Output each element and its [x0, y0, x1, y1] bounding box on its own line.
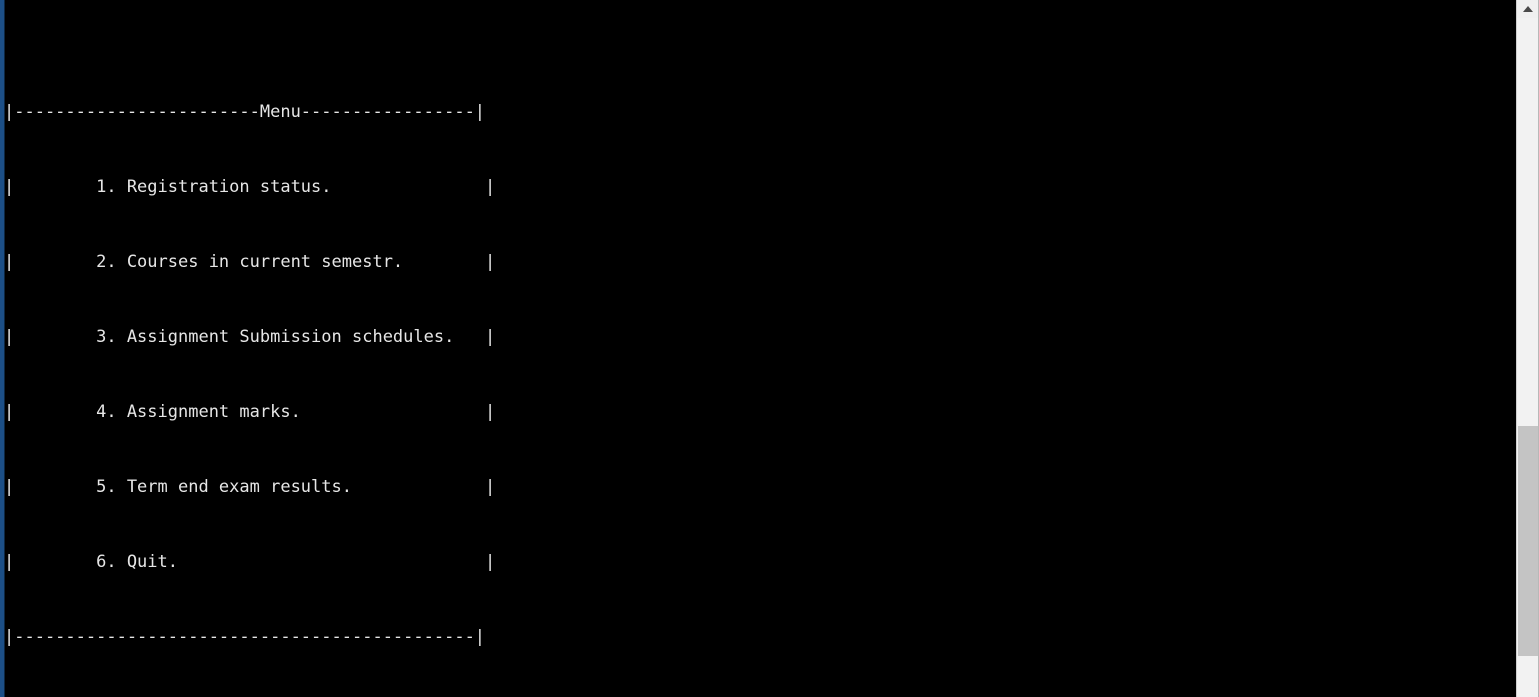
menu-border-top: |------------------------Menu-----------…	[4, 102, 486, 122]
triangle-up-icon	[1523, 6, 1533, 12]
window-left-edge	[0, 0, 4, 697]
menu-item-5[interactable]: | 5. Term end exam results. |	[4, 477, 496, 497]
window-left-edge-inner	[4, 0, 5, 697]
menu-item-6[interactable]: | 6. Quit. |	[4, 552, 496, 572]
menu-item-1[interactable]: | 1. Registration status. |	[4, 177, 496, 197]
vertical-scrollbar[interactable]	[1516, 0, 1539, 697]
menu-item-4[interactable]: | 4. Assignment marks. |	[4, 402, 496, 422]
menu-item-3[interactable]: | 3. Assignment Submission schedules. |	[4, 327, 496, 347]
menu-border-bottom: |---------------------------------------…	[4, 627, 486, 647]
terminal-output[interactable]: |------------------------Menu-----------…	[4, 0, 1504, 697]
scroll-up-button[interactable]	[1517, 0, 1539, 18]
scrollbar-thumb[interactable]	[1518, 426, 1538, 656]
menu-item-2[interactable]: | 2. Courses in current semestr. |	[4, 252, 496, 272]
scrollbar-track[interactable]	[1517, 18, 1539, 697]
